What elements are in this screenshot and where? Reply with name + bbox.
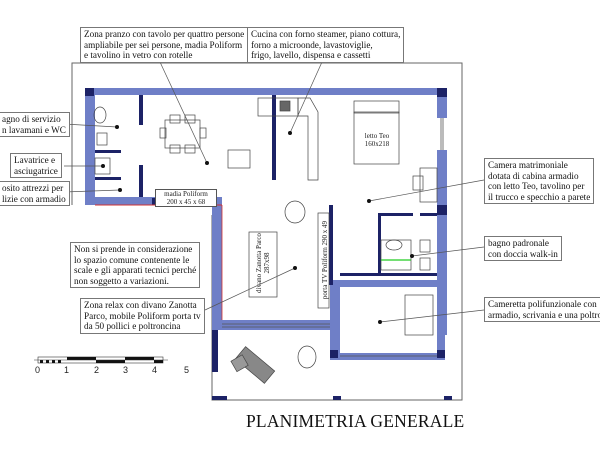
scale-tick-1: 1: [64, 365, 70, 375]
bed: [353, 111, 400, 165]
note-kitchen: Cucina con forno steamer, piano cottura,…: [247, 27, 405, 63]
leader-dots: [101, 125, 414, 324]
kitchen-counter: [257, 97, 299, 117]
note-storage: osito attrezzi per lizie con armadio: [0, 181, 70, 206]
plan-title: PLANIMETRIA GENERALE: [246, 411, 465, 431]
furniture: [93, 97, 438, 384]
scale-tick-2: 2: [94, 365, 100, 375]
sideboard-label: madia Poliform 200 x 45 x 68: [155, 189, 217, 207]
note-kids-room: Cameretta polifunzionale con armadio, sc…: [484, 297, 600, 322]
note-relax-area: Zona relax con divano Zanotta Parco, mob…: [80, 298, 205, 334]
dining-table: [164, 119, 201, 149]
note-master-bathroom: bagno padronale con doccia walk-in: [484, 236, 562, 261]
glass-table: [227, 149, 251, 169]
sofa: [248, 231, 278, 298]
note-laundry: Lavatrice e asciugatrice: [10, 153, 62, 178]
tv-unit-label: porta TV Poliform 290 x 49: [321, 220, 329, 300]
sofa-label: divano Zanotta Parco 287x98: [255, 233, 271, 293]
scale-tick-3: 3: [123, 365, 129, 375]
note-service-bathroom: agno di servizio n lavamani e WC: [0, 112, 70, 137]
scale-tick-4: 4: [152, 365, 158, 375]
note-excluded-space: Non si prende in considerazione lo spazi…: [70, 242, 201, 288]
windows: [222, 118, 444, 357]
scale-bar: [34, 356, 168, 364]
leader-lines: [63, 61, 485, 323]
interior-partitions: [95, 95, 437, 372]
scale-tick-5: 5: [184, 365, 190, 375]
note-dining-area: Zona pranzo con tavolo per quattro perso…: [80, 27, 249, 63]
scale-tick-0: 0: [35, 365, 41, 375]
bed-label: letto Teo 160x218: [364, 132, 390, 148]
note-master-bedroom: Camera matrimoniale dotata di cabina arm…: [484, 158, 595, 204]
